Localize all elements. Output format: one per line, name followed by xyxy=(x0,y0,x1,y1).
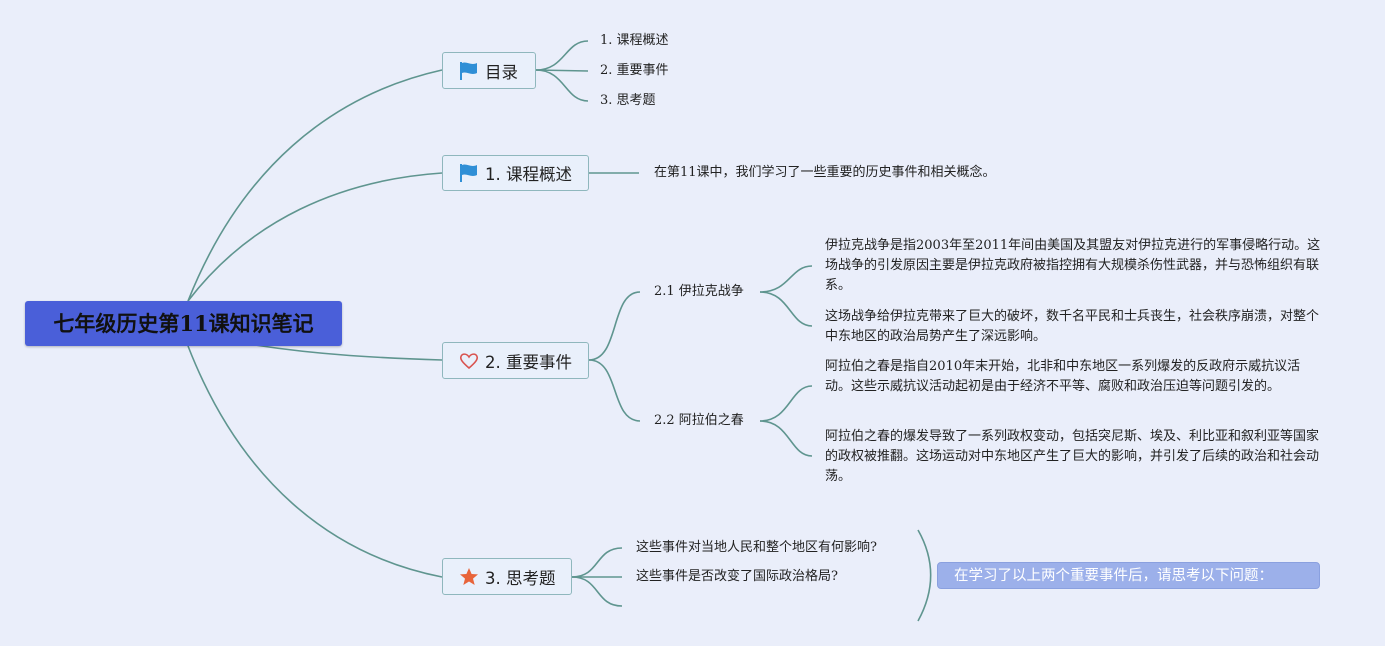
connector-toc-item-2 xyxy=(535,69,589,72)
overview-detail[interactable]: 在第11课中，我们学习了一些重要的历史事件和相关概念。 xyxy=(654,165,996,180)
subtopic-arab-spring[interactable]: 2.2 阿拉伯之春 xyxy=(654,413,744,428)
connector-sub1-detail-2 xyxy=(759,291,813,327)
connector-root-questions xyxy=(187,345,443,578)
flag-icon xyxy=(459,163,479,183)
toc-item[interactable]: 2. 重要事件 xyxy=(600,63,669,78)
question-item[interactable]: 这些事件是否改变了国际政治格局? xyxy=(636,569,838,584)
iraq-war-detail-1[interactable]: 伊拉克战争是指2003年至2011年间由美国及其盟友对伊拉克进行的军事侵略行动。… xyxy=(825,238,1321,293)
connector-toc-item-1 xyxy=(535,40,589,71)
connector-root-toc xyxy=(187,69,443,302)
topic-questions-label: 3. 思考题 xyxy=(485,568,556,588)
topic-toc[interactable]: 目录 xyxy=(442,52,536,89)
flag-icon xyxy=(459,61,479,81)
toc-item[interactable]: 3. 思考题 xyxy=(600,93,656,108)
root-topic[interactable]: 七年级历史第11课知识笔记 xyxy=(25,301,342,346)
topic-events[interactable]: 2. 重要事件 xyxy=(442,342,589,379)
topic-overview-label: 1. 课程概述 xyxy=(485,165,572,184)
connector-toc-item-3 xyxy=(535,69,589,102)
connector-question-3 xyxy=(571,576,623,607)
connector-events-sub-2 xyxy=(588,359,641,422)
summary-callout[interactable]: 在学习了以上两个重要事件后，请思考以下问题： xyxy=(937,562,1320,589)
arab-spring-detail-1[interactable]: 阿拉伯之春是指自2010年末开始，北非和中东地区一系列爆发的反政府示威抗议活动。… xyxy=(825,359,1301,394)
topic-events-label: 2. 重要事件 xyxy=(485,352,572,372)
topic-overview[interactable]: 1. 课程概述 xyxy=(442,155,589,191)
topic-questions[interactable]: 3. 思考题 xyxy=(442,558,572,595)
connector-question-1 xyxy=(571,547,623,578)
summary-bracket xyxy=(917,529,932,622)
connector-root-events xyxy=(254,344,443,361)
star-icon xyxy=(459,567,479,587)
heart-icon xyxy=(459,351,479,371)
connector-root-overview xyxy=(187,172,443,302)
iraq-war-detail-2[interactable]: 这场战争给伊拉克带来了巨大的破坏，数千名平民和士兵丧生，社会秩序崩溃，对整个中东… xyxy=(825,309,1320,344)
connector-sub2-detail-1 xyxy=(759,385,813,422)
toc-item[interactable]: 1. 课程概述 xyxy=(600,33,669,48)
connector-sub1-detail-1 xyxy=(759,265,813,293)
arab-spring-detail-2[interactable]: 阿拉伯之春的爆发导致了一系列政权变动，包括突尼斯、埃及、利比亚和叙利亚等国家的政… xyxy=(825,429,1320,484)
connector-events-sub-1 xyxy=(588,291,641,361)
topic-toc-label: 目录 xyxy=(485,62,518,82)
subtopic-iraq-war[interactable]: 2.1 伊拉克战争 xyxy=(654,284,744,299)
question-item[interactable]: 这些事件对当地人民和整个地区有何影响? xyxy=(636,540,877,555)
connector-sub2-detail-2 xyxy=(759,420,813,457)
